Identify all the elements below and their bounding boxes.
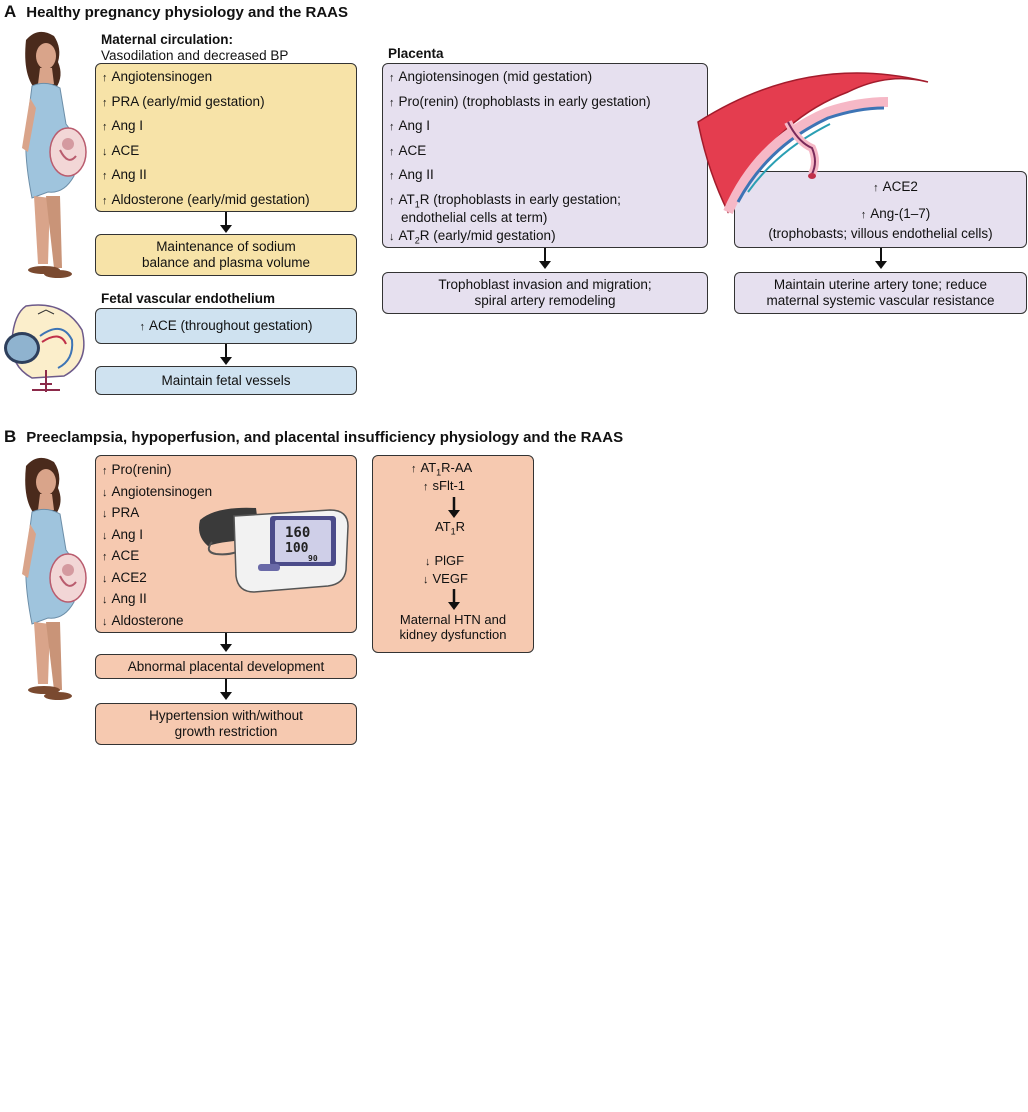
- section-a-title-text: Healthy pregnancy physiology and the RAA…: [26, 4, 349, 21]
- up-arrow-icon: ↑: [102, 170, 108, 182]
- flow-arrow-icon: [448, 589, 460, 610]
- preeclampsia-item: ↓Aldosterone: [102, 612, 184, 628]
- preeclampsia-item: ↑Pro(renin): [102, 462, 172, 477]
- abnormal-placental-box: Abnormal placental development: [95, 654, 357, 679]
- up-arrow-icon: ↑: [389, 96, 395, 109]
- preeclampsia-item: ↓Angiotensinogen: [102, 483, 213, 499]
- up-arrow-icon: ↑: [102, 96, 108, 109]
- up-arrow-icon: ↑: [389, 194, 395, 207]
- preeclampsia-item: ↑ACE: [102, 548, 140, 563]
- vegf-item: ↓VEGF: [423, 571, 468, 586]
- fetus-illustration: [4, 304, 85, 392]
- maternal-item: ↑PRA (early/mid gestation): [102, 93, 265, 109]
- flow-arrow-icon: [448, 497, 460, 518]
- pregnant-woman-illustration: [22, 457, 87, 700]
- flow-arrow-icon: [539, 248, 551, 269]
- up-arrow-icon: ↑: [411, 463, 417, 475]
- preeclampsia-item: ↓Ang I: [102, 526, 144, 542]
- up-arrow-icon: ↑: [102, 72, 108, 84]
- up-arrow-icon: ↑: [102, 465, 108, 477]
- placenta-outcome-box: Trophoblast invasion and migration;spira…: [382, 272, 708, 314]
- placenta-illustration: [697, 72, 929, 214]
- placenta-item: ↑Pro(renin) (trophoblasts in early gesta…: [389, 93, 651, 109]
- flow-arrow-icon: [220, 212, 232, 233]
- bp-diastolic: 100: [285, 541, 309, 556]
- maternal-htn-text: Maternal HTN and kidney dysfunction: [399, 612, 507, 642]
- preeclampsia-item: ↓PRA: [102, 505, 140, 520]
- pregnant-woman-illustration: [22, 31, 87, 278]
- blood-pressure-monitor-icon: 160 100 90: [199, 507, 349, 593]
- flow-arrow-icon: [875, 248, 887, 269]
- maternal-circulation-box: ↑Angiotensinogen ↑PRA (early/mid gestati…: [95, 63, 357, 212]
- section-b-letter: B: [4, 427, 17, 446]
- down-arrow-icon: ↓: [102, 508, 108, 520]
- placenta-item-at2r: ↓AT2R (early/mid gestation): [389, 227, 556, 246]
- placenta-item: ↑Angiotensinogen (mid gestation): [389, 69, 593, 84]
- flow-arrow-icon: [220, 633, 232, 652]
- fetal-outcome-box: Maintain fetal vessels: [95, 366, 357, 395]
- up-arrow-icon: ↑: [389, 72, 395, 84]
- maternal-item: ↑Ang I: [102, 118, 144, 133]
- placenta-item-at1r: ↑AT1R (trophoblasts in early gestation; …: [389, 191, 621, 225]
- preeclampsia-item: ↓Ang II: [102, 591, 147, 606]
- ace2-box: ↑ACE2 ↑Ang-(1–7) (trophobasts; villous e…: [734, 171, 1027, 248]
- up-arrow-icon: ↑: [389, 170, 395, 182]
- ace2-item: ↑ACE2: [873, 179, 918, 194]
- fetal-item: ↑ACE (throughout gestation): [139, 318, 313, 334]
- down-arrow-icon: ↓: [102, 594, 108, 606]
- down-arrow-icon: ↓: [102, 572, 108, 585]
- maternal-circulation-header: Maternal circulation: Vasodilation and d…: [101, 32, 288, 63]
- plgf-item: ↓PlGF: [425, 553, 465, 568]
- down-arrow-icon: ↓: [423, 574, 429, 586]
- bp-systolic: 160: [285, 525, 310, 541]
- fetal-box: ↑ACE (throughout gestation): [95, 308, 357, 344]
- preeclampsia-item: ↓ACE2: [102, 569, 147, 585]
- maternal-heading: Maternal circulation:: [101, 32, 234, 47]
- up-arrow-icon: ↑: [139, 321, 145, 334]
- section-b-title: B Preeclampsia, hypoperfusion, and placen…: [4, 427, 623, 447]
- down-arrow-icon: ↓: [389, 230, 395, 243]
- section-a-title: A Healthy pregnancy physiology and the RA…: [4, 2, 348, 22]
- at1r-aa-item: ↑AT1R-AA: [411, 460, 473, 478]
- down-arrow-icon: ↓: [102, 529, 108, 542]
- maternal-subheading: Vasodilation and decreased BP: [101, 47, 289, 63]
- fetal-heading: Fetal vascular endothelium: [101, 291, 276, 306]
- up-arrow-icon: ↑: [873, 182, 879, 194]
- up-arrow-icon: ↑: [389, 121, 395, 133]
- maternal-item: ↑Aldosterone (early/mid gestation): [102, 191, 310, 207]
- up-arrow-icon: ↑: [860, 209, 867, 221]
- section-a-letter: A: [4, 2, 17, 21]
- at1r-item: AT1R: [435, 519, 466, 537]
- placenta-item: ↑Ang II: [389, 167, 434, 182]
- up-arrow-icon: ↑: [423, 481, 429, 493]
- flow-arrow-icon: [220, 679, 232, 700]
- down-arrow-icon: ↓: [425, 556, 431, 568]
- ang17-item: ↑Ang-(1–7): [860, 206, 931, 221]
- placenta-heading: Placenta: [388, 46, 444, 61]
- bp-pulse: 90: [308, 554, 318, 563]
- placenta-box: ↑Angiotensinogen (mid gestation) ↑Pro(re…: [382, 63, 708, 248]
- placenta-item: ↑ACE: [389, 142, 427, 158]
- angiogenic-box: ↑AT1R-AA ↑sFlt-1 AT1R ↓PlGF ↓VEGF Matern…: [372, 455, 534, 653]
- down-arrow-icon: ↓: [102, 615, 108, 628]
- maternal-item: ↑Ang II: [102, 167, 147, 182]
- maternal-item: ↓ACE: [102, 142, 140, 158]
- up-arrow-icon: ↑: [102, 121, 108, 133]
- up-arrow-icon: ↑: [102, 194, 108, 207]
- ace2-note: (trophobasts; villous endothelial cells): [768, 226, 993, 241]
- maternal-item: ↑Angiotensinogen: [102, 69, 213, 84]
- flow-arrow-icon: [220, 344, 232, 365]
- sflt1-item: ↑sFlt-1: [423, 478, 465, 493]
- down-arrow-icon: ↓: [102, 486, 108, 499]
- up-arrow-icon: ↑: [102, 551, 108, 563]
- placenta-item: ↑Ang I: [389, 118, 431, 133]
- up-arrow-icon: ↑: [389, 145, 395, 158]
- section-b-title-text: Preeclampsia, hypoperfusion, and placent…: [26, 429, 624, 446]
- down-arrow-icon: ↓: [102, 145, 108, 158]
